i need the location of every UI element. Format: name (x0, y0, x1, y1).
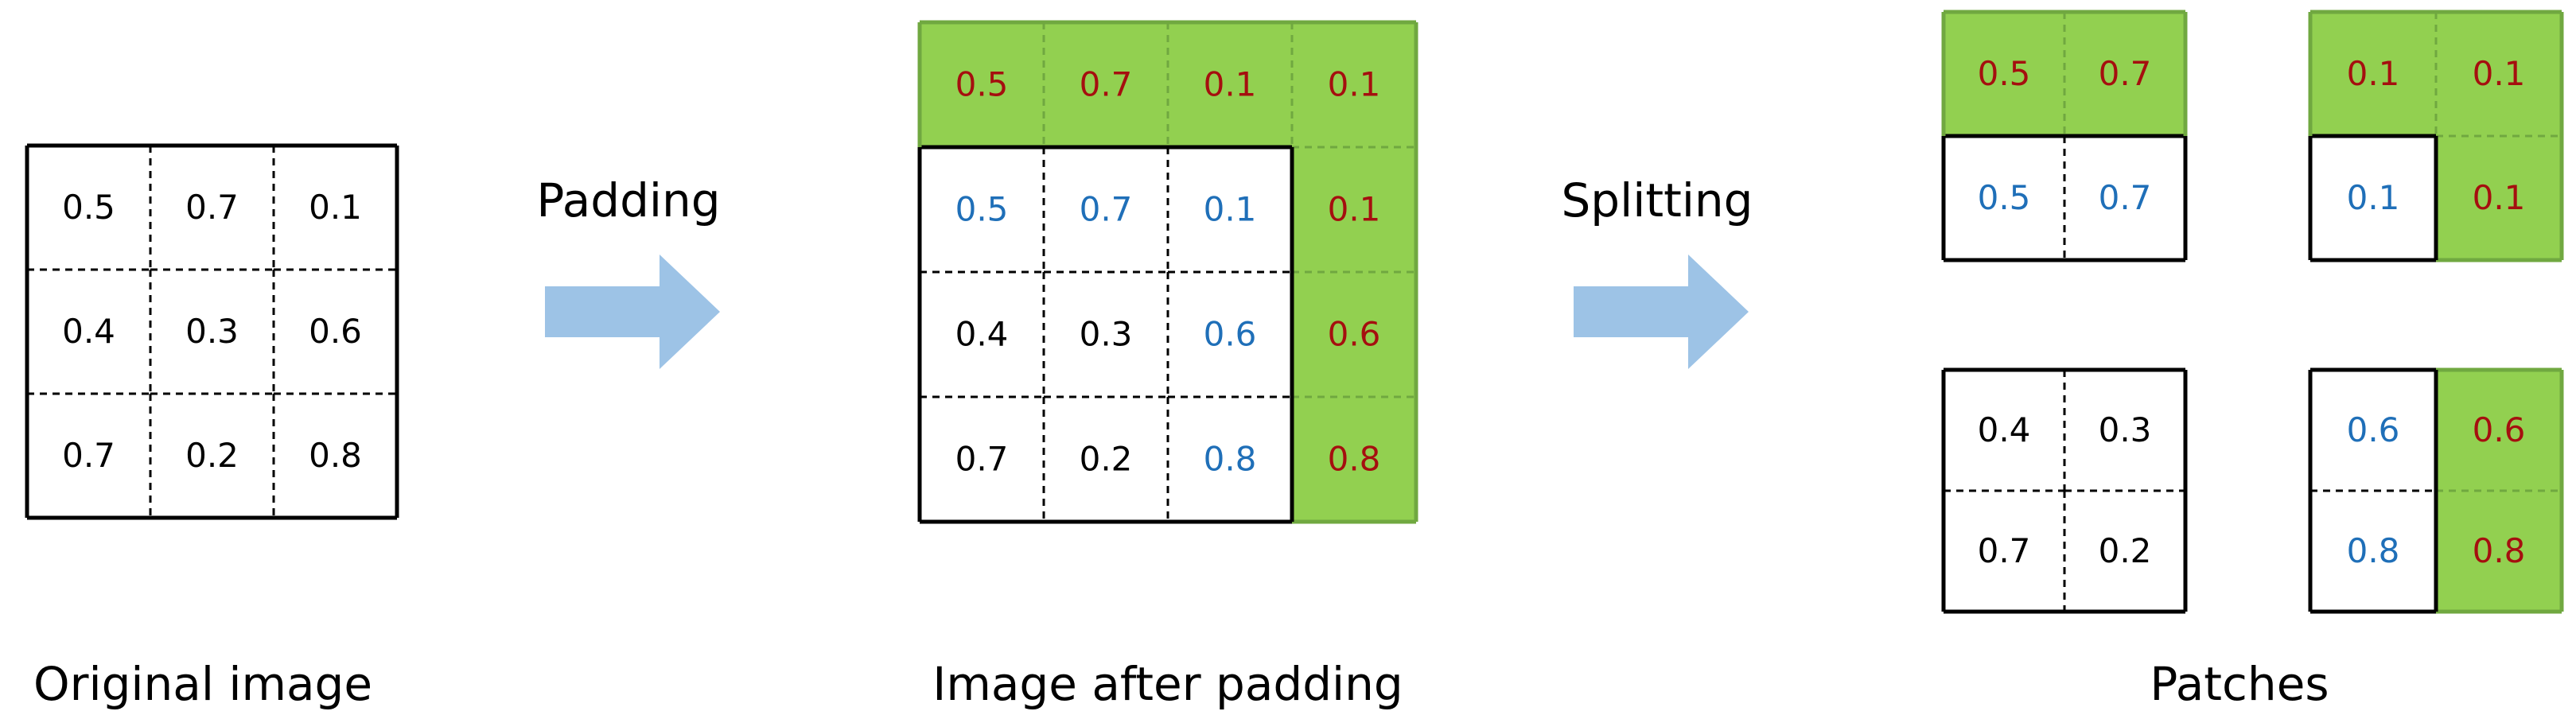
patch-cell-value: 0.1 (2473, 178, 2526, 217)
original-cell-value: 0.3 (185, 312, 239, 351)
patch-cell-value: 0.7 (2099, 178, 2152, 217)
patch-padding-cell (2436, 136, 2562, 260)
padded-cell-value: 0.6 (1328, 315, 1381, 354)
patch-padding-cell (1944, 12, 2064, 136)
padding-step: Padding (536, 173, 721, 369)
patch-cell-value: 0.6 (2347, 410, 2400, 449)
original-cell-value: 0.1 (309, 188, 362, 227)
patch-cell-value: 0.4 (1978, 410, 2031, 449)
patch-cell-value: 0.8 (2473, 531, 2526, 570)
patch-cell-value: 0.1 (2473, 54, 2526, 93)
patch-cell-value: 0.8 (2347, 531, 2400, 570)
padded-cell-value: 0.8 (1328, 440, 1381, 479)
padded-cell-value: 0.1 (1328, 65, 1381, 104)
patch-cell-value: 0.2 (2099, 531, 2152, 570)
padded-cell-value: 0.6 (1204, 315, 1257, 354)
padded-cell-value: 0.7 (955, 440, 1009, 479)
patch-cell-value: 0.6 (2473, 410, 2526, 449)
patch-padding-cell (2436, 491, 2562, 612)
patch-bottom-left: 0.4 0.3 0.7 0.2 (1941, 367, 2188, 614)
patch-cell-value: 0.5 (1978, 178, 2031, 217)
padded-cell-value: 0.5 (955, 190, 1009, 229)
padded-cell-value: 0.4 (955, 315, 1009, 354)
padded-cell-value: 0.8 (1204, 440, 1257, 479)
padded-cell-value: 0.2 (1080, 440, 1133, 479)
right-arrow-icon (545, 255, 720, 369)
padding-label: Padding (536, 173, 720, 227)
padded-cell-value: 0.1 (1204, 65, 1257, 104)
padded-padding-cell (920, 22, 1044, 147)
right-arrow-icon (1574, 255, 1749, 369)
original-cell-value: 0.6 (309, 312, 362, 351)
padded-padding-cell (1292, 272, 1416, 397)
patch-top-left: 0.5 0.7 0.5 0.7 (1941, 10, 2188, 262)
original-image-grid: 0.5 0.7 0.1 0.4 0.3 0.6 0.7 0.2 0.8 (25, 143, 399, 520)
original-image-caption: Original image (33, 657, 372, 711)
patch-cell-value: 0.1 (2347, 178, 2400, 217)
patch-cell-value: 0.3 (2099, 410, 2152, 449)
padded-padding-cell (1292, 22, 1416, 147)
patch-padding-cell (2064, 12, 2185, 136)
padded-cell-value: 0.1 (1204, 190, 1257, 229)
patch-padding-cell (2310, 12, 2436, 136)
padded-cell-value: 0.5 (955, 65, 1009, 104)
patch-padding-cell (2436, 12, 2562, 136)
padded-padding-cell (1168, 22, 1292, 147)
splitting-step: Splitting (1561, 173, 1753, 369)
patch-bottom-right: 0.6 0.6 0.8 0.8 (2308, 367, 2564, 614)
original-cell-value: 0.4 (62, 312, 115, 351)
patch-cell-value: 0.7 (2099, 54, 2152, 93)
original-cell-value: 0.5 (62, 188, 115, 227)
padded-padding-cell (1044, 22, 1168, 147)
padded-cell-value: 0.7 (1080, 65, 1133, 104)
splitting-label: Splitting (1561, 173, 1753, 227)
patches-caption: Patches (2150, 657, 2329, 711)
padded-padding-cell (1292, 397, 1416, 522)
padded-image-grid: 0.5 0.7 0.1 0.1 0.5 0.7 0.1 0.1 0.4 0.3 0.6 0.6 0.7 0… (917, 20, 1418, 524)
padded-cell-value: 0.7 (1080, 190, 1133, 229)
original-cell-value: 0.7 (62, 436, 115, 475)
original-cell-value: 0.7 (185, 188, 239, 227)
padded-image-caption: Image after padding (932, 657, 1403, 711)
patch-top-right: 0.1 0.1 0.1 0.1 (2308, 10, 2564, 262)
original-cell-value: 0.2 (185, 436, 239, 475)
patch-cell-value: 0.7 (1978, 531, 2031, 570)
patch-cell-value: 0.1 (2347, 54, 2400, 93)
original-cell-value: 0.8 (309, 436, 362, 475)
patch-padding-cell (2436, 370, 2562, 491)
padded-cell-value: 0.3 (1080, 315, 1133, 354)
padded-cell-value: 0.1 (1328, 190, 1381, 229)
patch-cell-value: 0.5 (1978, 54, 2031, 93)
padded-padding-cell (1292, 147, 1416, 272)
